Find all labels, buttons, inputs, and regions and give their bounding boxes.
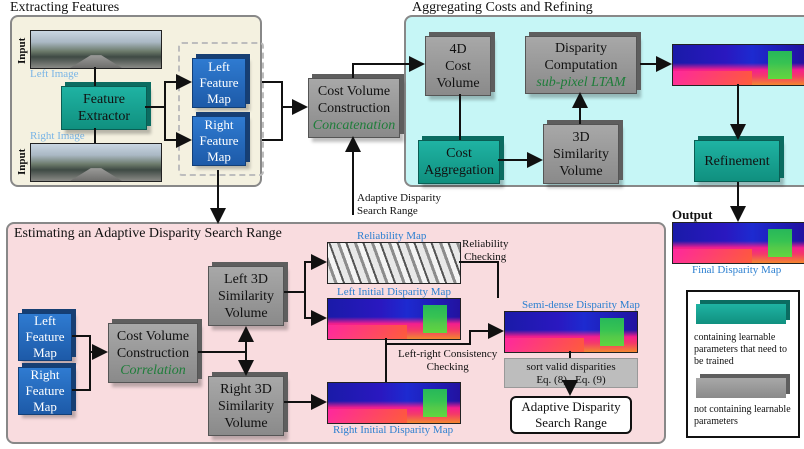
aggregating-title: Aggregating Costs and Refining xyxy=(412,0,593,15)
cost-volume-top-line1: Cost Volume xyxy=(317,83,391,99)
left-sim-line1: Left 3D xyxy=(224,271,268,287)
extracting-features-title: Extracting Features xyxy=(10,0,120,15)
cost-volume-construction-top: Cost Volume Construction Concatenation xyxy=(308,78,400,138)
left-feature-map-bottom: Left Feature Map xyxy=(18,313,72,361)
disparity-computation: Disparity Computation sub-pixel LTAM xyxy=(525,36,637,94)
right-feature-map-top-line1: Right xyxy=(204,117,234,132)
arrow-fm-cost-volume xyxy=(262,81,283,141)
legend-gray-swatch xyxy=(696,378,786,398)
reliability-checking-line2: Checking xyxy=(464,251,507,263)
cost-volume-4d-line3: Volume xyxy=(436,75,480,91)
reliability-map-caption: Reliability Map xyxy=(357,230,427,242)
refinement: Refinement xyxy=(694,140,780,182)
left-3d-similarity-volume: Left 3D Similarity Volume xyxy=(208,266,284,326)
arrow-est-fm-cv xyxy=(72,335,91,391)
refinement-label: Refinement xyxy=(704,153,770,169)
reliability-map xyxy=(327,242,461,284)
right-sim-line3: Volume xyxy=(224,415,268,431)
arrow-cv-to-4d xyxy=(352,56,425,78)
adaptive-range-line2: Search Range xyxy=(535,415,607,430)
similarity-3d-line2: Similarity xyxy=(553,146,609,162)
right-3d-similarity-volume: Right 3D Similarity Volume xyxy=(208,376,284,436)
reliability-checking-label: Reliability Checking xyxy=(462,238,508,264)
adaptive-range-line1: Adaptive Disparity xyxy=(521,399,621,414)
cost-aggregation: Cost Aggregation xyxy=(418,140,500,184)
left-sim-line2: Similarity xyxy=(218,288,274,304)
right-feature-map-top: Right Feature Map xyxy=(192,116,246,166)
sort-valid-line2: Eq. (8) Eq. (9) xyxy=(536,374,606,386)
right-feature-map-bottom: Right Feature Map xyxy=(18,367,72,415)
correlation-label: Correlation xyxy=(120,362,186,378)
adaptive-link-line2: Search Range xyxy=(357,205,418,217)
right-image xyxy=(30,143,162,182)
arrow-left-sim-initial xyxy=(304,292,327,326)
feature-extractor-line2: Extractor xyxy=(77,109,131,124)
sort-valid-line1: sort valid disparities xyxy=(526,361,616,373)
left-feature-map-top: Left Feature Map xyxy=(192,58,246,108)
arrow-lr-to-semidense xyxy=(386,323,504,345)
final-disparity-map xyxy=(672,222,804,264)
right-sim-line2: Similarity xyxy=(218,398,274,414)
left-initial-disparity-map xyxy=(327,298,461,340)
legend: containing learnable parameters that nee… xyxy=(686,290,800,438)
estimating-title: Estimating an Adaptive Disparity Search … xyxy=(14,226,282,241)
adaptive-link-label: Adaptive Disparity Search Range xyxy=(357,192,441,218)
cost-volume-construction-bottom: Cost Volume Construction Correlation xyxy=(108,323,198,383)
right-feature-map-bottom-line1: Right xyxy=(30,367,60,382)
similarity-3d-line3: Volume xyxy=(559,163,603,179)
arrow-extractor-right-fm xyxy=(164,107,192,148)
cost-volume-4d-line1: 4D xyxy=(449,41,467,57)
similarity-volume-3d: 3D Similarity Volume xyxy=(543,124,619,184)
cost-volume-bottom-line1: Cost Volume xyxy=(116,328,190,344)
cost-volume-bottom-line2: Construction xyxy=(116,345,190,361)
right-feature-map-bottom-line2: Feature Map xyxy=(25,383,65,414)
disparity-computation-line1: Disparity xyxy=(554,40,608,56)
legend-teal-text: containing learnable parameters that nee… xyxy=(694,332,788,367)
right-image-caption: Right Image xyxy=(30,130,85,142)
feature-extractor: Feature Extractor xyxy=(61,86,147,130)
left-feature-map-bottom-line1: Left xyxy=(34,313,56,328)
final-disparity-caption: Final Disparity Map xyxy=(692,264,782,276)
sort-valid-box: sort valid disparities Eq. (8) Eq. (9) xyxy=(504,358,638,388)
legend-gray-text: not containing learnable parameters xyxy=(694,404,791,427)
subpixel-ltam-label: sub-pixel LTAM xyxy=(536,74,626,90)
right-feature-map-top-line2: Feature Map xyxy=(199,133,239,164)
cost-volume-4d-line2: Cost xyxy=(445,58,471,74)
semidense-caption: Semi-dense Disparity Map xyxy=(522,299,640,311)
left-sim-line3: Volume xyxy=(224,305,268,321)
arrow-extractor-left-fm xyxy=(145,74,192,108)
concatenation-label: Concatenation xyxy=(312,117,396,133)
legend-teal-swatch xyxy=(696,304,786,324)
feature-map-group xyxy=(178,42,264,176)
cost-volume-top-line2: Construction xyxy=(317,100,391,116)
right-sim-line1: Right 3D xyxy=(220,381,272,397)
similarity-3d-line1: 3D xyxy=(572,129,590,145)
arrow-left-sim-reliability xyxy=(284,254,327,293)
adaptive-search-range-box: Adaptive Disparity Search Range xyxy=(510,396,632,434)
left-initial-disparity-caption: Left Initial Disparity Map xyxy=(337,286,451,298)
disparity-computation-line2: Computation xyxy=(544,57,618,73)
left-feature-map-bottom-line2: Feature Map xyxy=(25,329,65,360)
left-feature-map-top-line1: Left xyxy=(208,59,230,74)
right-initial-disparity-caption: Right Initial Disparity Map xyxy=(333,424,454,436)
feature-extractor-line1: Feature xyxy=(83,92,125,107)
lr-consistency-label: Left-right Consistency Checking xyxy=(398,348,497,374)
reliability-checking-line1: Reliability xyxy=(462,238,509,250)
left-image-caption: Left Image xyxy=(30,68,79,80)
output-label: Output xyxy=(672,207,713,222)
adaptive-link-line1: Adaptive Disparity xyxy=(357,192,442,204)
left-feature-map-top-line2: Feature Map xyxy=(199,75,239,106)
cost-aggregation-line2: Aggregation xyxy=(424,163,494,178)
cost-volume-4d: 4D Cost Volume xyxy=(425,36,491,96)
lr-check-line2: Checking xyxy=(426,361,469,373)
lr-check-line1: Left-right Consistency xyxy=(398,348,498,360)
right-initial-disparity-map xyxy=(327,382,461,424)
cost-aggregation-line1: Cost xyxy=(446,146,472,161)
arrow-reliability-check xyxy=(459,261,499,298)
